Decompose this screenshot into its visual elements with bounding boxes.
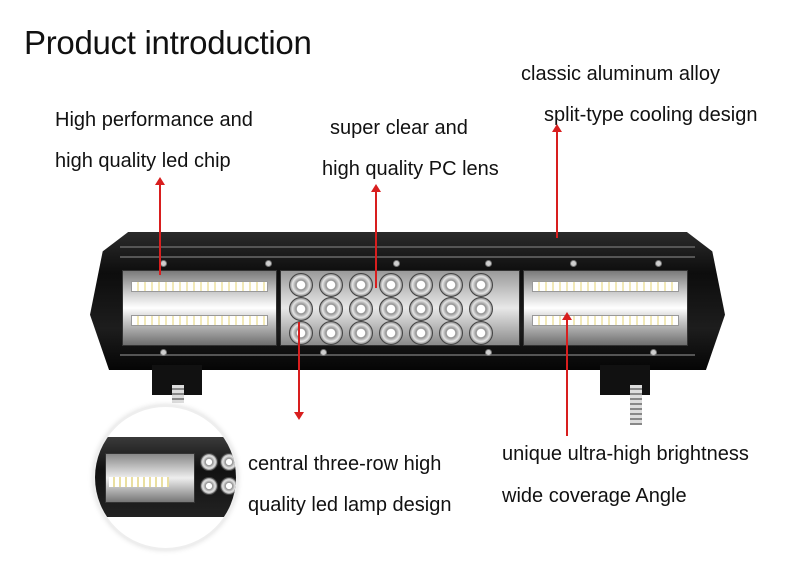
led-reflector xyxy=(439,273,463,297)
page-title: Product introduction xyxy=(24,24,312,61)
led-reflector xyxy=(469,297,493,321)
inset-reflector xyxy=(200,477,218,495)
led-reflector xyxy=(379,273,403,297)
led-reflector xyxy=(379,321,403,345)
led-chip-strip xyxy=(532,281,679,292)
led-reflector xyxy=(289,273,313,297)
mounting-bolt xyxy=(630,385,642,425)
housing-rib xyxy=(120,354,695,356)
label-lens-line2: high quality PC lens xyxy=(322,158,499,180)
inset-reflector xyxy=(220,453,236,471)
left-led-panel xyxy=(122,270,277,346)
inset-reflector xyxy=(220,477,236,495)
pointer-arrow-cooling xyxy=(552,124,562,238)
led-reflector xyxy=(469,321,493,345)
label-brightness-line2: wide coverage Angle xyxy=(502,485,687,507)
led-reflector xyxy=(349,297,373,321)
inset-reflector xyxy=(200,453,218,471)
screw xyxy=(485,349,492,356)
label-aluminum-line2: split-type cooling design xyxy=(544,104,758,126)
label-central-line2: quality led lamp design xyxy=(248,494,452,516)
pointer-arrow-lens xyxy=(371,184,381,288)
led-chip-strip xyxy=(131,315,268,326)
screw xyxy=(265,260,272,267)
label-aluminum-line1: classic aluminum alloy xyxy=(521,63,720,85)
led-light-bar xyxy=(90,232,725,370)
inset-bar-housing xyxy=(95,437,236,517)
right-led-panel xyxy=(523,270,688,346)
label-chip-line1: High performance and xyxy=(55,109,253,131)
led-reflector xyxy=(409,321,433,345)
led-chip-strip xyxy=(532,315,679,326)
housing-rib xyxy=(120,246,695,248)
led-reflector xyxy=(319,297,343,321)
led-reflector xyxy=(319,273,343,297)
led-reflector xyxy=(349,321,373,345)
screw xyxy=(485,260,492,267)
screw xyxy=(655,260,662,267)
led-reflector xyxy=(409,297,433,321)
screw xyxy=(570,260,577,267)
pointer-arrow-central xyxy=(294,322,304,420)
led-reflector xyxy=(439,321,463,345)
screw xyxy=(160,349,167,356)
led-reflector xyxy=(319,321,343,345)
label-chip-line2: high quality led chip xyxy=(55,150,231,172)
label-brightness-line1: unique ultra-high brightness xyxy=(502,443,749,465)
led-reflector xyxy=(379,297,403,321)
led-reflector xyxy=(469,273,493,297)
label-central-line1: central three-row high xyxy=(248,453,442,475)
led-reflector xyxy=(349,273,373,297)
led-chip-strip xyxy=(131,281,268,292)
mounting-bolt xyxy=(172,385,184,403)
central-led-panel xyxy=(280,270,520,346)
housing-rib xyxy=(120,256,695,258)
screw xyxy=(160,260,167,267)
screw xyxy=(393,260,400,267)
pointer-arrow-brightness xyxy=(562,312,572,436)
led-reflector xyxy=(289,297,313,321)
screw xyxy=(320,349,327,356)
label-lens-line1: super clear and xyxy=(330,117,468,139)
led-reflector xyxy=(439,297,463,321)
pointer-arrow-chip xyxy=(155,177,165,275)
mounting-bracket xyxy=(600,365,650,395)
led-reflector xyxy=(289,321,313,345)
led-reflector xyxy=(409,273,433,297)
zoom-inset xyxy=(93,405,238,550)
inset-led-strip xyxy=(109,477,169,487)
screw xyxy=(650,349,657,356)
